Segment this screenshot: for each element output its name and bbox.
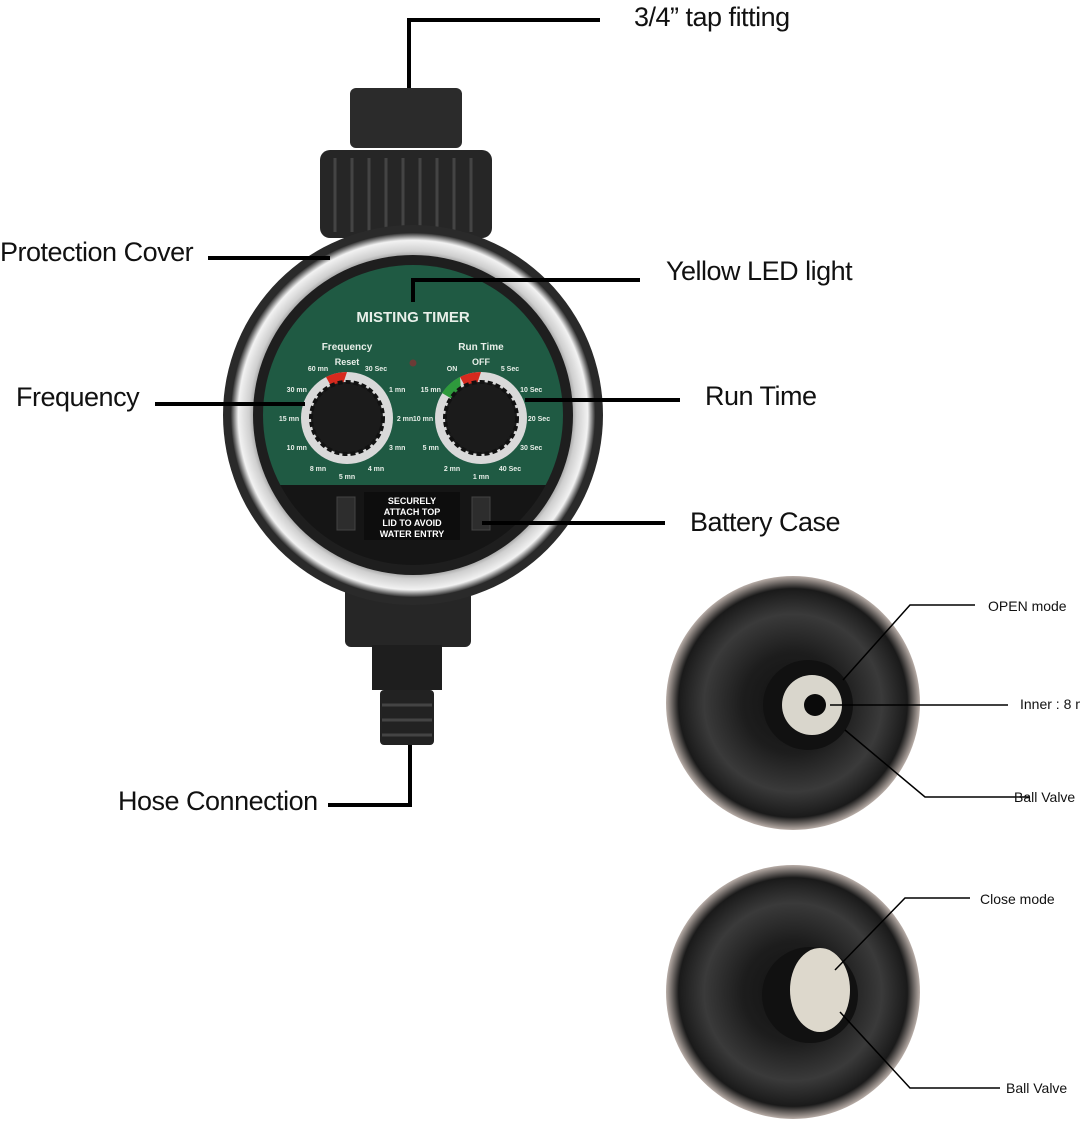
led-light bbox=[409, 359, 417, 367]
dial-tick-label: ON bbox=[447, 366, 458, 373]
dial-tick-label: 40 Sec bbox=[499, 466, 521, 473]
notice-line: LID TO AVOID bbox=[382, 518, 442, 528]
close-mode-label: Close mode bbox=[980, 891, 1055, 907]
dial-tick-label: 30 mn bbox=[287, 387, 307, 394]
device-title: MISTING TIMER bbox=[356, 309, 469, 326]
close-ball-valve-label: Ball Valve bbox=[1006, 1080, 1068, 1096]
callout-protection-cover: Protection Cover bbox=[0, 237, 194, 267]
battery-notice: SECURELY ATTACH TOP LID TO AVOID WATER E… bbox=[380, 496, 445, 539]
callout-run-time: Run Time bbox=[705, 381, 817, 411]
hose-connector bbox=[345, 585, 471, 745]
callout-led: Yellow LED light bbox=[666, 256, 853, 286]
dial-tick-label: 10 mn bbox=[287, 445, 307, 452]
callout-tap-fitting: 3/4” tap fitting bbox=[634, 2, 790, 32]
dial-tick-label: 2 mn bbox=[397, 416, 413, 423]
notice-line: ATTACH TOP bbox=[384, 507, 441, 517]
open-mode-label: OPEN mode bbox=[988, 598, 1067, 614]
notice-line: WATER ENTRY bbox=[380, 529, 445, 539]
frequency-dial[interactable] bbox=[301, 371, 393, 464]
inset-lines bbox=[830, 604, 1030, 1089]
dial-tick-label: 2 mn bbox=[444, 466, 460, 473]
dial-tick-label: 3 mn bbox=[389, 445, 405, 452]
run-time-dial-label: Run Time bbox=[458, 342, 504, 353]
dial-tick-label: OFF bbox=[472, 357, 490, 367]
callout-lines bbox=[155, 18, 680, 807]
callout-frequency: Frequency bbox=[16, 382, 140, 412]
dial-tick-label: 15 mn bbox=[279, 416, 299, 423]
tap-fitting bbox=[320, 88, 492, 238]
dial-tick-label: 5 Sec bbox=[501, 366, 519, 373]
dial-tick-label: 1 mn bbox=[389, 387, 405, 394]
dial-tick-label: 1 mn bbox=[473, 474, 489, 481]
dial-tick-label: 10 mn bbox=[413, 416, 433, 423]
dial-tick-label: 5 mn bbox=[423, 445, 439, 452]
dial-tick-label: 60 mn bbox=[308, 366, 328, 373]
dial-tick-label: 30 Sec bbox=[520, 445, 542, 452]
dial-tick-label: 10 Sec bbox=[520, 387, 542, 394]
close-mode-photo bbox=[666, 865, 920, 1119]
dial-tick-label: Reset bbox=[335, 357, 360, 367]
dial-tick-label: 20 Sec bbox=[528, 416, 550, 423]
callout-battery-case: Battery Case bbox=[690, 507, 841, 537]
open-ball-valve-label: Ball Valve bbox=[1014, 789, 1076, 805]
callout-hose-connection: Hose Connection bbox=[118, 786, 318, 816]
notice-line: SECURELY bbox=[388, 496, 436, 506]
dial-tick-label: 15 mn bbox=[421, 387, 441, 394]
dial-tick-label: 30 Sec bbox=[365, 366, 387, 373]
run-time-dial[interactable] bbox=[435, 371, 527, 464]
dial-tick-label: 4 mn bbox=[368, 466, 384, 473]
open-mode-photo bbox=[666, 576, 920, 830]
dial-tick-label: 5 mn bbox=[339, 474, 355, 481]
dial-tick-label: 8 mn bbox=[310, 466, 326, 473]
inner-diameter-label: Inner : 8 mm bbox=[1020, 696, 1080, 712]
frequency-dial-label: Frequency bbox=[322, 342, 373, 353]
